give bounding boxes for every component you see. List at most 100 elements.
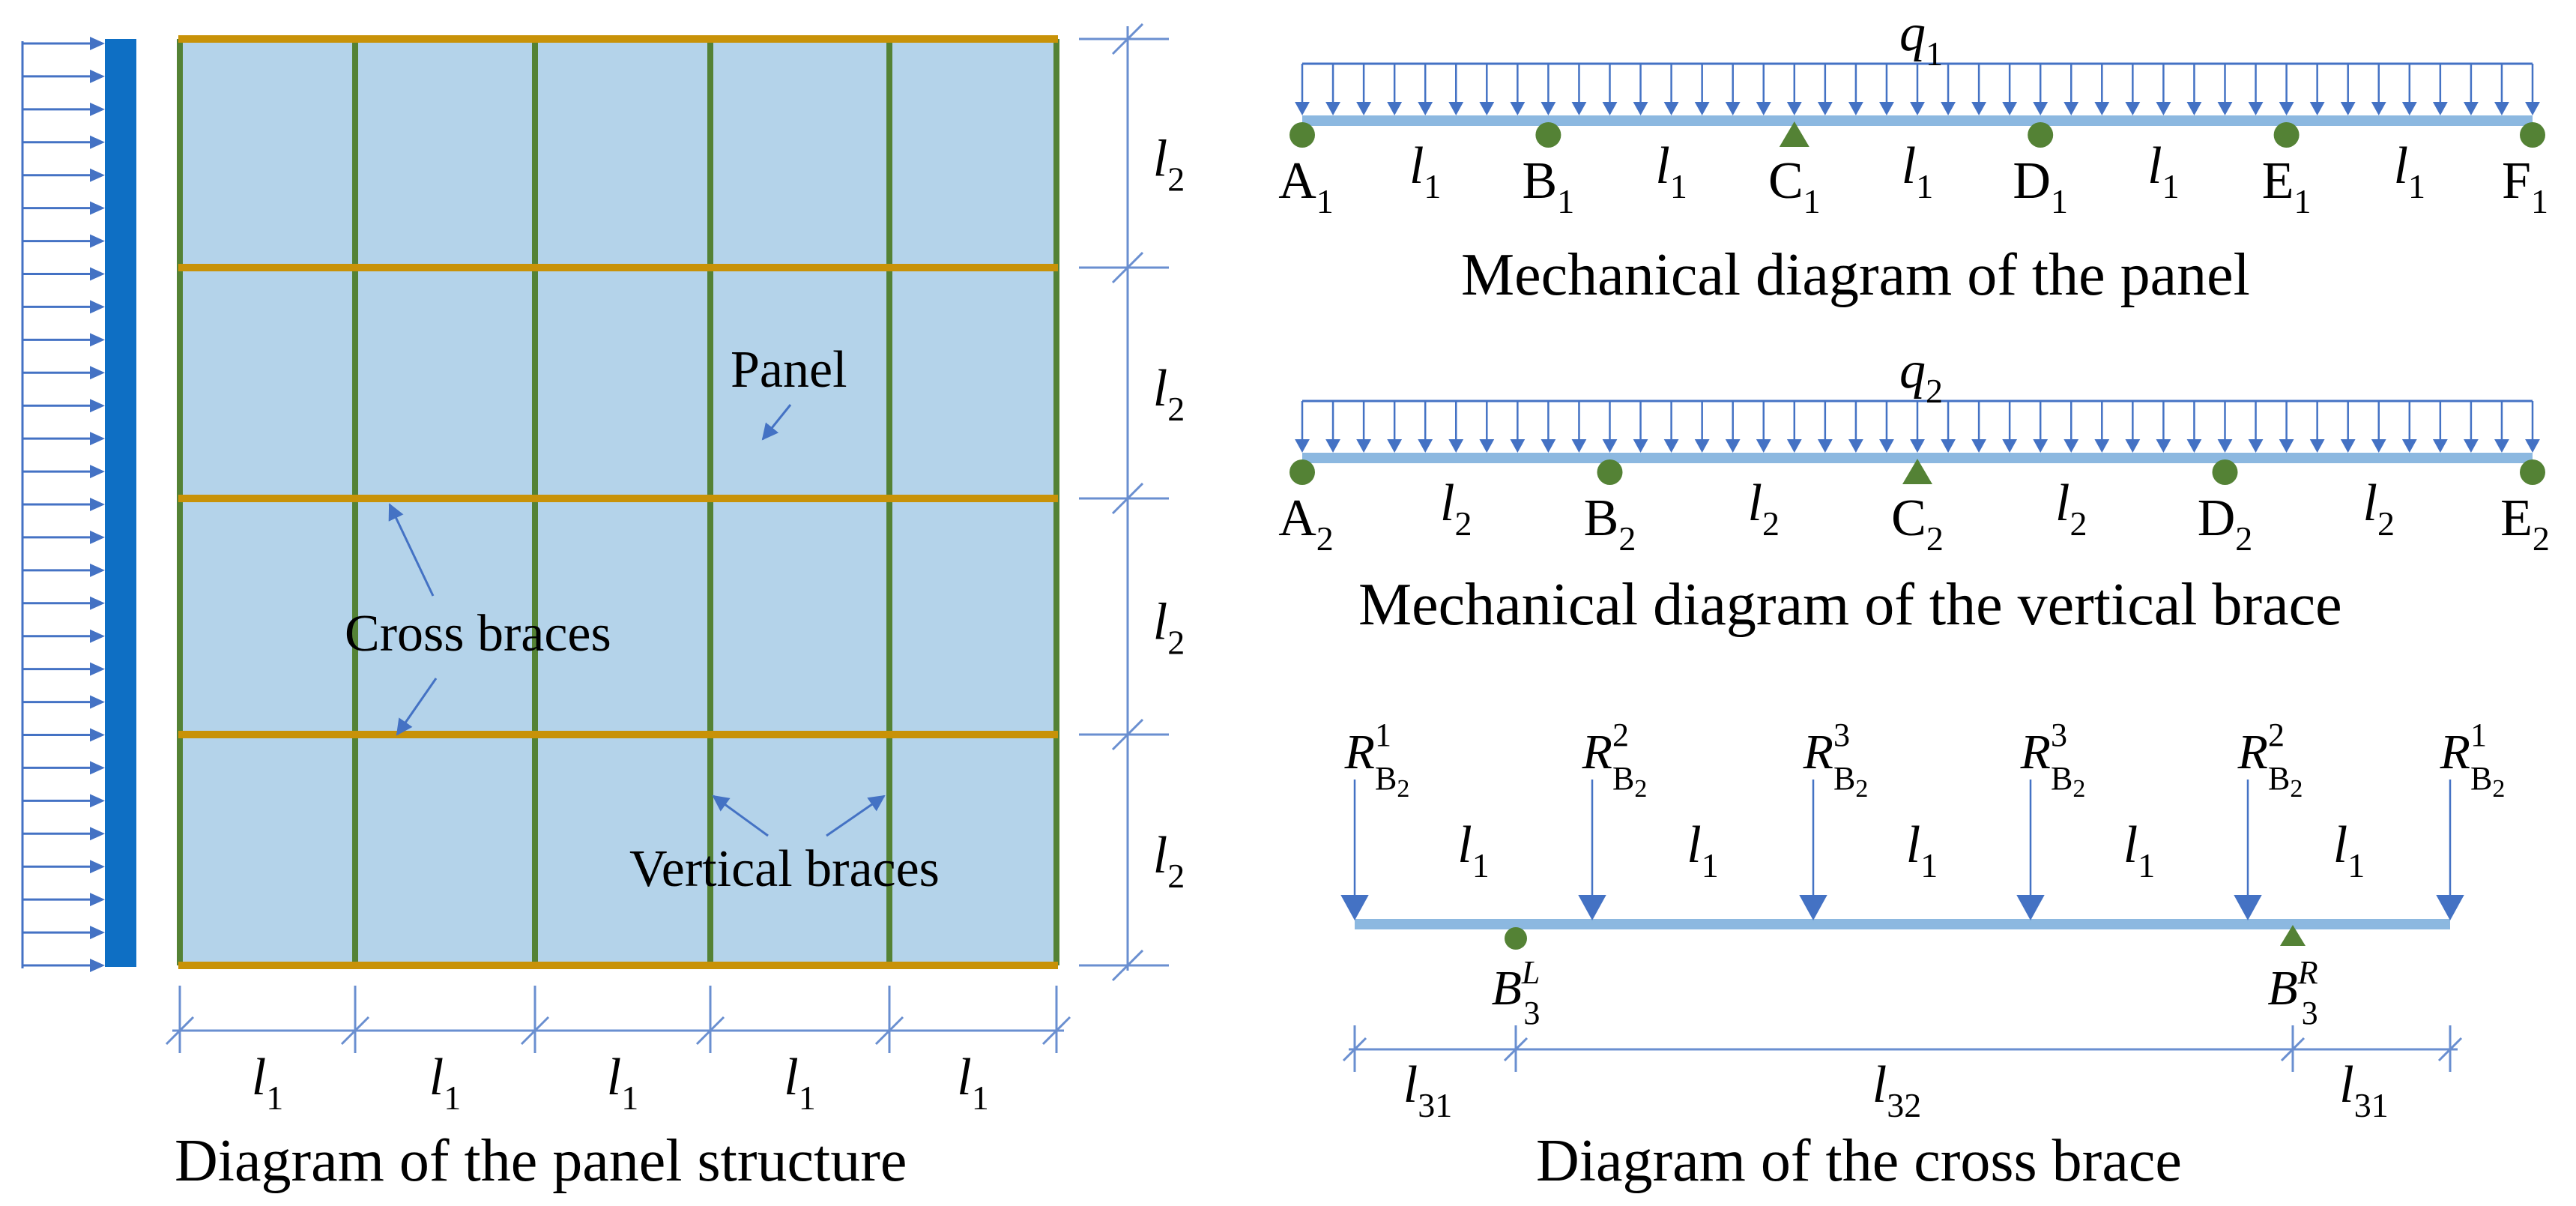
udl-arrow-head (1479, 102, 1495, 115)
load-arrow-head (90, 333, 105, 347)
pin-support (2273, 122, 2300, 148)
cross-braces-group (178, 35, 1058, 969)
udl-arrow-head (1448, 439, 1464, 453)
support-label: A2 (1278, 489, 1334, 558)
cross-dim-tick (1342, 1037, 1367, 1062)
panel-structure-diagram: Panel Cross braces Vertical braces l2l2l… (21, 22, 1185, 1194)
cross-dim-label: l31 (1403, 1056, 1452, 1124)
support-label: E2 (2500, 489, 2550, 558)
load-arrow-head (90, 827, 105, 841)
load-arrow-head (90, 629, 105, 643)
udl-arrow-head (2279, 102, 2294, 115)
side-span-label: l2 (1153, 594, 1185, 662)
fixed-support (1902, 459, 1932, 484)
pin-support (2520, 459, 2545, 485)
udl-arrow-head (2525, 439, 2540, 453)
udl-arrow-head (1418, 102, 1433, 115)
side-load-arrows (21, 37, 105, 972)
load-arrow-head (90, 366, 105, 380)
udl-arrow-head (1541, 439, 1556, 453)
udl-arrow-head (2248, 102, 2264, 115)
span-label: l1 (1409, 137, 1441, 205)
vertical-brace-pointer-right (826, 795, 886, 837)
udl-arrow-head (2401, 439, 2417, 453)
udl-arrow-head (2217, 102, 2233, 115)
cross-span-label: l1 (1457, 816, 1489, 884)
vertical-brace-caption: Mechanical diagram of the vertical brace (1358, 572, 2342, 638)
udl-arrow-head (2340, 439, 2356, 453)
support-label: F1 (2502, 152, 2548, 220)
cross-brace-pointer-upper (388, 503, 435, 597)
bottom-dim-tick (520, 1016, 550, 1046)
load-arrow-head (90, 860, 105, 874)
bottom-dim-tick (165, 1016, 195, 1046)
bottom-span-label: l1 (607, 1049, 638, 1117)
udl-arrow-head (1295, 439, 1310, 453)
udl-arrow-head (1879, 102, 1894, 115)
bottom-span-label: l1 (252, 1049, 283, 1117)
udl-arrow-head (1725, 439, 1741, 453)
udl-arrow-head (2156, 102, 2171, 115)
load-arrow-head (90, 596, 105, 610)
udl-arrow-head (2186, 439, 2202, 453)
pin-support (2212, 459, 2238, 485)
load-arrow-head (90, 728, 105, 742)
side-span-label: l2 (1153, 360, 1185, 428)
load-arrow-head (90, 102, 105, 116)
udl-arrow-head (1356, 439, 1371, 453)
udl-arrow-head (1879, 439, 1894, 453)
udl-arrow-head (2494, 439, 2509, 453)
udl-arrow-head (1786, 439, 1802, 453)
pin-support (1289, 459, 1315, 485)
udl-arrow-head (2094, 439, 2110, 453)
load-arrow-head (90, 530, 105, 544)
udl-arrow-head (2340, 102, 2356, 115)
span-label: l1 (2147, 137, 2179, 205)
load-arrow-head (90, 37, 105, 50)
load-arrow-head (90, 135, 105, 149)
load-arrow-head (90, 498, 105, 511)
udl-arrow-head (1448, 102, 1464, 115)
udl-arrow-head (1633, 102, 1648, 115)
udl-arrow-head (2033, 102, 2049, 115)
point-load-arrow-head (2436, 895, 2464, 920)
span-label: l2 (2363, 474, 2395, 543)
point-load-arrow-head (2016, 895, 2045, 920)
cross-brace-caption: Diagram of the cross brace (1536, 1128, 2182, 1194)
support-label: C2 (1891, 489, 1944, 558)
udl-arrow-head (1418, 439, 1433, 453)
bottom-span-label: l1 (957, 1049, 988, 1117)
udl-arrow-head (2464, 102, 2479, 115)
udl-arrow-head (1295, 102, 1310, 115)
cross-dim-tick (1503, 1037, 1529, 1062)
bottom-span-label: l1 (429, 1049, 461, 1117)
udl-arrow-head (1848, 439, 1863, 453)
bottom-dim-tick (1041, 1016, 1071, 1046)
point-load-arrow-head (1578, 895, 1606, 920)
udl-arrow-head (2186, 102, 2202, 115)
load-bar (105, 39, 136, 967)
fixed-support (1779, 121, 1809, 147)
point-load-arrow-head (1340, 895, 1369, 920)
bottom-span-label: l1 (784, 1049, 815, 1117)
load-arrow-head (90, 465, 105, 479)
load-arrow-head (90, 695, 105, 709)
support-label: C1 (1768, 152, 1821, 220)
load-arrow-head (90, 959, 105, 972)
udl-arrow-head (1910, 439, 1925, 453)
load-arrow-head (90, 662, 105, 676)
pin-support (1505, 927, 1527, 950)
cross-brace-member (1355, 919, 2450, 929)
udl-arrow-head (1633, 439, 1648, 453)
panel-beam-caption: Mechanical diagram of the panel (1461, 242, 2250, 308)
cross-span-label: l1 (2333, 816, 2365, 884)
udl-arrow-head (2464, 439, 2479, 453)
load-arrow-head (90, 563, 105, 577)
udl-arrow-head (2063, 439, 2079, 453)
cross-brace-pointer-lower (396, 678, 438, 736)
udl-arrow-head (1602, 102, 1618, 115)
